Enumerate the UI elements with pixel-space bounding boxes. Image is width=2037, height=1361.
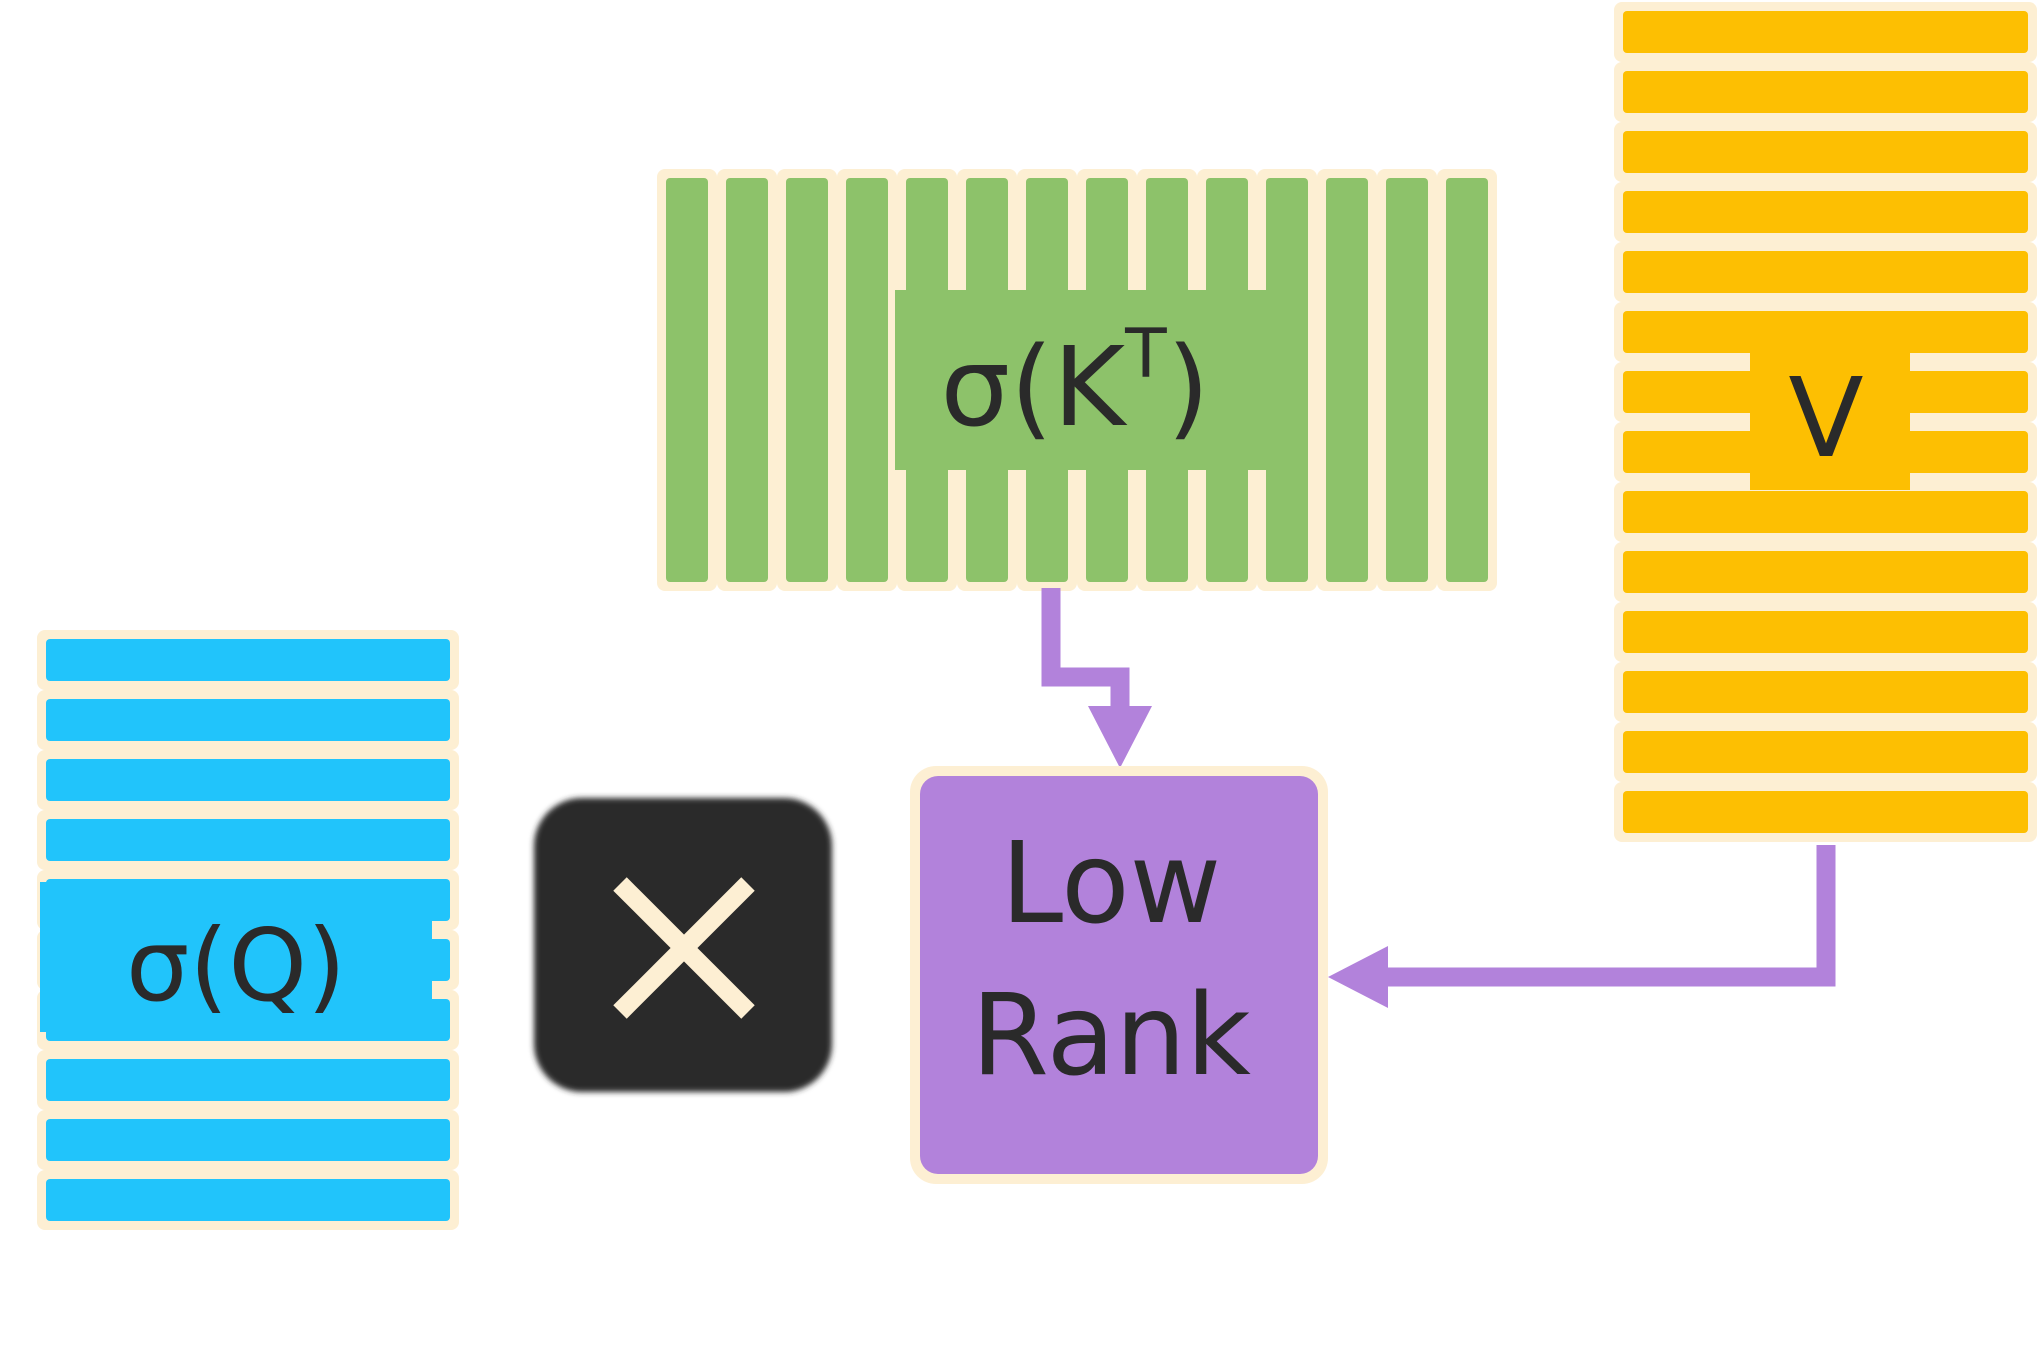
- q-row: [46, 699, 450, 741]
- arrow-k-shaft: [1041, 588, 1130, 706]
- v-row: [1623, 491, 2028, 533]
- k-column: [1266, 178, 1308, 582]
- k-column: [1326, 178, 1368, 582]
- q-label: σ(Q): [126, 907, 346, 1024]
- k-column: [1446, 178, 1488, 582]
- q-row: [46, 1059, 450, 1101]
- q-label-backdrop: [40, 882, 432, 1032]
- k-label: σ(KT): [940, 315, 1209, 451]
- k-column: [666, 178, 708, 582]
- k-label-group: σ(KT): [895, 290, 1267, 470]
- low-rank-line2: Rank: [971, 971, 1251, 1101]
- v-row: [1623, 131, 2028, 173]
- v-row: [1623, 311, 2028, 353]
- v-row: [1623, 251, 2028, 293]
- k-column: [726, 178, 768, 582]
- k-column: [1386, 178, 1428, 582]
- v-row: [1623, 551, 2028, 593]
- v-matrix: [1614, 2, 2037, 842]
- k-label-superscript: T: [1124, 315, 1167, 394]
- arrow-k-to-lowrank: [1041, 588, 1152, 768]
- q-row: [46, 759, 450, 801]
- q-row: [46, 639, 450, 681]
- low-rank-line1: Low: [1001, 819, 1222, 949]
- q-row: [46, 1179, 450, 1221]
- low-rank-block: Low Rank: [910, 766, 1328, 1184]
- v-label-group: V: [1750, 352, 1910, 490]
- q-label-group: σ(Q): [40, 882, 432, 1032]
- low-rank-box: [920, 776, 1318, 1174]
- k-label-close: ): [1167, 323, 1210, 451]
- v-row: [1623, 731, 2028, 773]
- v-row: [1623, 671, 2028, 713]
- v-label-backdrop: [1750, 352, 1910, 490]
- q-row: [46, 1119, 450, 1161]
- k-label-backdrop: [895, 290, 1267, 470]
- k-column: [846, 178, 888, 582]
- arrow-v-shaft: [1388, 845, 1836, 987]
- v-row: [1623, 791, 2028, 833]
- q-row: [46, 819, 450, 861]
- multiply-operator: [534, 798, 832, 1092]
- k-column: [786, 178, 828, 582]
- v-row: [1623, 191, 2028, 233]
- arrow-v-to-lowrank: [1328, 845, 1836, 1008]
- arrow-v-head: [1328, 946, 1388, 1008]
- k-label-base: σ(K: [940, 323, 1128, 451]
- multiply-icon: [613, 877, 755, 1019]
- v-label: V: [1788, 354, 1863, 482]
- arrow-k-head: [1088, 706, 1152, 768]
- v-row: [1623, 611, 2028, 653]
- v-row: [1623, 11, 2028, 53]
- v-row: [1623, 71, 2028, 113]
